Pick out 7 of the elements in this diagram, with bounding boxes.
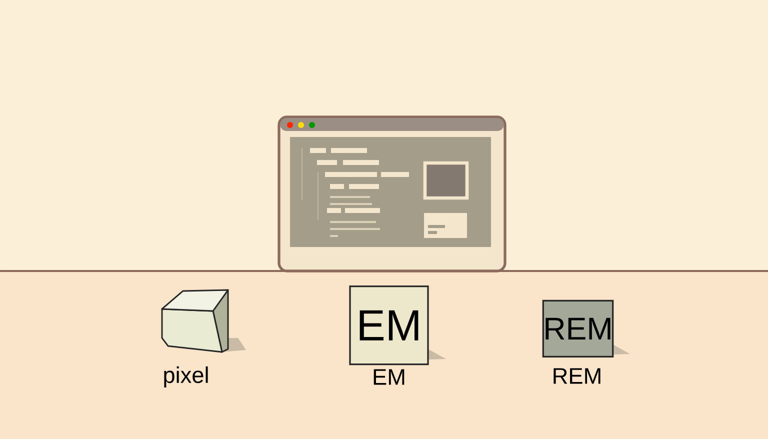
node-label: pixel <box>164 366 208 388</box>
cube-drawing <box>161 289 246 353</box>
unit-box: EM <box>349 286 446 366</box>
node-label: EM <box>374 369 404 385</box>
node-label: REM <box>554 368 600 384</box>
browser-window-drawing <box>278 116 506 272</box>
unit-box: REM <box>542 300 630 358</box>
